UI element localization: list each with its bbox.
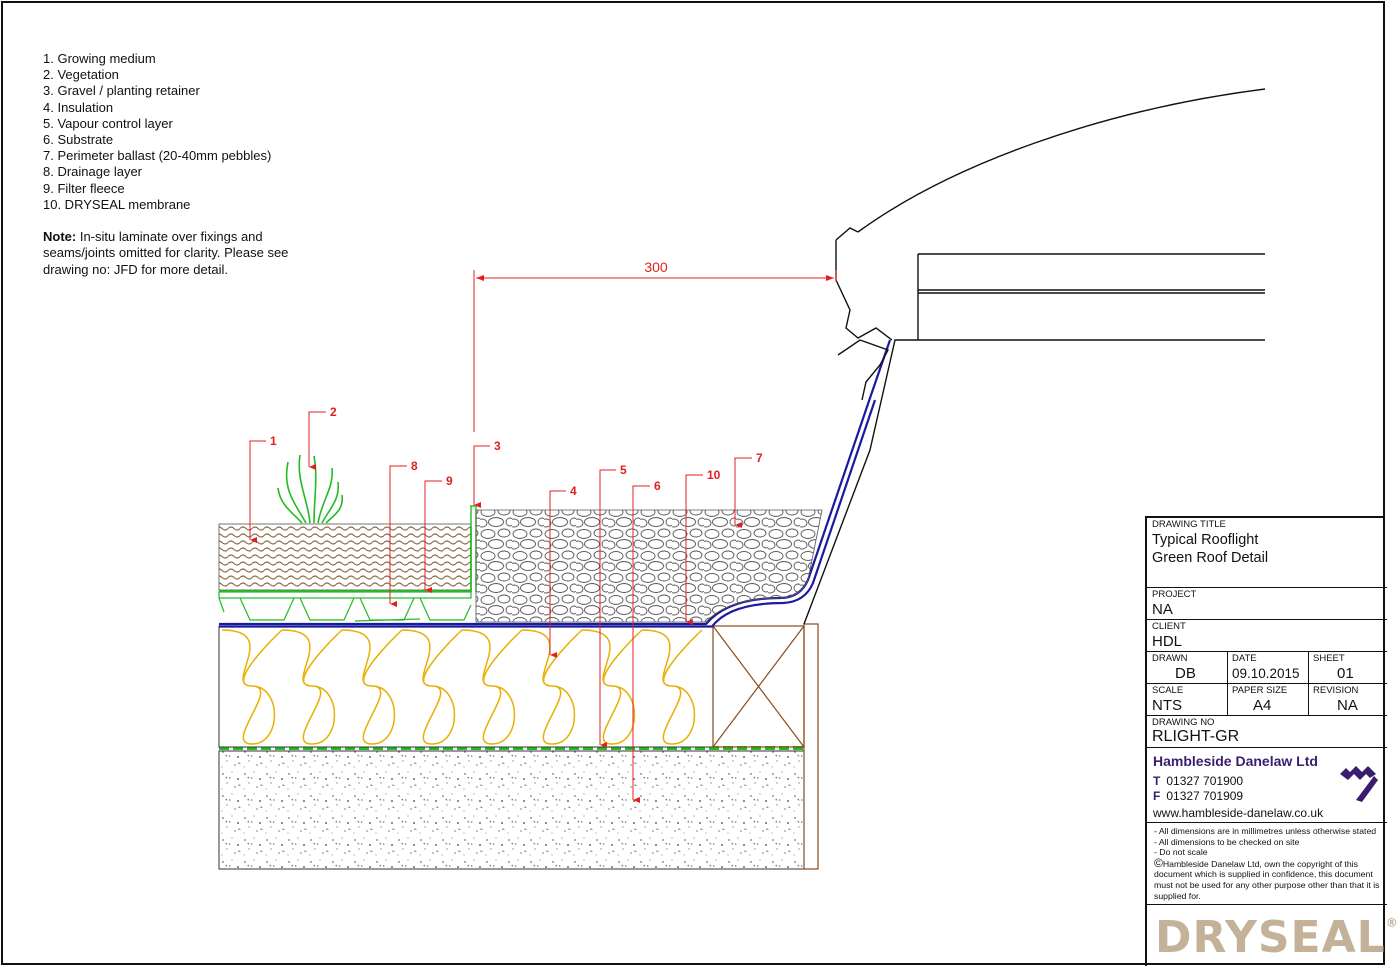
client-value: HDL xyxy=(1152,633,1183,650)
sheet-value: 01 xyxy=(1337,665,1354,682)
dimension-300 xyxy=(473,270,837,432)
sheet-label: SHEET xyxy=(1313,653,1345,664)
legend-item: 6. Substrate xyxy=(43,132,114,148)
project-label: PROJECT xyxy=(1152,589,1197,600)
dimension-label: 300 xyxy=(644,259,668,275)
drawn-row: DRAWN DB DATE 09.10.2015 SHEET 01 xyxy=(1147,652,1387,684)
callout-numbers: 1 2 8 9 3 4 5 6 10 7 xyxy=(270,405,763,498)
callout-3: 3 xyxy=(494,439,501,453)
tel-value: 01327 701900 xyxy=(1166,774,1244,788)
divider xyxy=(1227,684,1228,716)
divider xyxy=(1147,822,1387,823)
revision-label: REVISION xyxy=(1313,685,1359,696)
paper-size-value: A4 xyxy=(1253,697,1272,714)
drawing-title-line2: Green Roof Detail xyxy=(1152,550,1269,566)
note-label: Note: xyxy=(43,229,77,244)
copyright-icon: © xyxy=(1154,855,1163,870)
divider xyxy=(1308,684,1309,716)
drainage-layer xyxy=(218,591,472,622)
fax-value: 01327 701909 xyxy=(1166,789,1244,803)
legend-item: 1. Growing medium xyxy=(43,51,156,66)
date-label: DATE xyxy=(1232,653,1257,664)
scale-row: SCALE NTS PAPER SIZE A4 REVISION NA xyxy=(1147,684,1387,716)
callout-5: 5 xyxy=(620,463,627,477)
copyright-value: Hambleside Danelaw Ltd, own the copyrigh… xyxy=(1154,858,1380,901)
fax: F 01327 701909 xyxy=(1153,789,1243,803)
disclaimer-line: - All dimensions are in millimetres unle… xyxy=(1154,826,1377,836)
drawing-no-cell: DRAWING NO RLIGHT-GR xyxy=(1147,716,1387,748)
disclaimer: - All dimensions are in millimetres unle… xyxy=(1154,826,1386,901)
legend-item: 5. Vapour control layer xyxy=(43,115,173,131)
callout-leaders xyxy=(249,411,752,803)
paper-size-label: PAPER SIZE xyxy=(1232,685,1288,696)
disclaimer-line: - All dimensions to be checked on site xyxy=(1154,836,1300,847)
legend-item: 8. Drainage layer xyxy=(43,164,142,180)
drawn-label: DRAWN xyxy=(1152,653,1188,664)
vegetation-plant xyxy=(277,454,344,524)
date-value: 09.10.2015 xyxy=(1232,666,1300,681)
legend-item: 4. Insulation xyxy=(43,99,114,115)
callout-4: 4 xyxy=(570,484,577,498)
callout-10: 10 xyxy=(707,468,721,482)
insulation-waves xyxy=(221,629,703,745)
drawing-no-value: RLIGHT-GR xyxy=(1152,728,1240,745)
company-logo-icon xyxy=(1340,766,1378,802)
drawing-no-label: DRAWING NO xyxy=(1152,717,1215,728)
tel-label: T xyxy=(1153,774,1161,788)
brand-text: DRYSEAL xyxy=(1155,912,1386,963)
scale-value: NTS xyxy=(1152,697,1182,714)
callout-2: 2 xyxy=(330,405,337,419)
callout-9: 9 xyxy=(446,474,453,488)
drawing-title-cell: DRAWING TITLE Typical Rooflight Green Ro… xyxy=(1147,518,1387,588)
divider xyxy=(1308,652,1309,684)
brand-logo: DRYSEAL® xyxy=(1155,912,1398,963)
substrate-layer xyxy=(218,750,805,870)
legend-item: 9. Filter fleece xyxy=(43,180,125,196)
title-block: DRAWING TITLE Typical Rooflight Green Ro… xyxy=(1145,516,1398,966)
timber-kerb xyxy=(712,623,819,870)
drawing-title-label: DRAWING TITLE xyxy=(1152,519,1226,530)
divider xyxy=(1227,652,1228,684)
client-label: CLIENT xyxy=(1152,621,1186,632)
website: www.hambleside-danelaw.co.uk xyxy=(1153,806,1324,820)
legend-list: 1. Growing medium 2. Vegetation 3. Grave… xyxy=(43,51,271,213)
perimeter-ballast xyxy=(475,509,823,623)
legend-item: 2. Vegetation xyxy=(43,67,119,83)
growing-medium-layer xyxy=(218,523,472,591)
drawing-title-line1: Typical Rooflight xyxy=(1152,532,1259,548)
callout-1: 1 xyxy=(270,434,277,448)
registered-icon: ® xyxy=(1385,916,1398,930)
legend-item: 7. Perimeter ballast (20-40mm pebbles) xyxy=(43,148,272,164)
copyright-text: ©Hambleside Danelaw Ltd, own the copyrig… xyxy=(1154,855,1386,901)
company-name: Hambleside Danelaw Ltd xyxy=(1153,753,1318,769)
client-cell: CLIENT HDL xyxy=(1147,620,1387,652)
disclaimer-line: - Do not scale xyxy=(1154,847,1208,858)
telephone: T 01327 701900 xyxy=(1153,774,1243,788)
note-text: In-situ laminate over fixings and seams/… xyxy=(43,229,289,277)
legend-item: 3. Gravel / planting retainer xyxy=(43,83,200,99)
legend-item: 10. DRYSEAL membrane xyxy=(43,196,191,212)
scale-label: SCALE xyxy=(1152,685,1184,696)
revision-value: NA xyxy=(1337,697,1358,714)
callout-8: 8 xyxy=(411,459,418,473)
project-value: NA xyxy=(1152,601,1173,618)
divider xyxy=(1147,904,1387,905)
insulation-layer xyxy=(218,625,714,748)
fax-label: F xyxy=(1153,789,1161,803)
drawing-note: Note: In-situ laminate over fixings and … xyxy=(43,229,303,278)
drawn-value: DB xyxy=(1175,665,1196,682)
callout-7: 7 xyxy=(756,451,763,465)
callout-6: 6 xyxy=(654,479,661,493)
project-cell: PROJECT NA xyxy=(1147,588,1387,620)
